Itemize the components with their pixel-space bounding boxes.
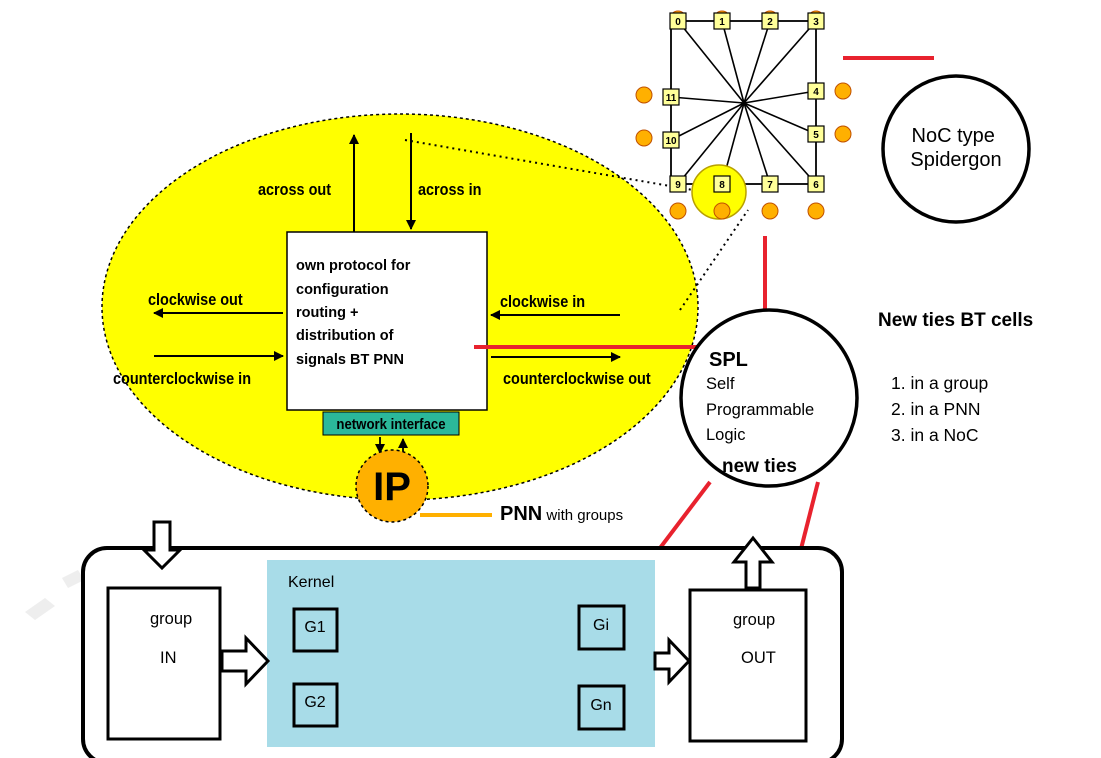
node-9 — [669, 175, 687, 193]
node-5-label: 5 — [813, 130, 819, 141]
node-4-label: 4 — [813, 87, 819, 98]
in-to-kernel-arrow — [220, 634, 271, 688]
pnn-label: PNN with groups — [500, 503, 623, 525]
kernel-label: Kernel — [288, 574, 334, 591]
group-g1: G1 — [292, 607, 339, 653]
node-8-label: 8 — [719, 180, 725, 191]
terminal-5 — [834, 125, 852, 143]
node-10 — [662, 131, 680, 149]
across-in-label: across in — [418, 181, 481, 199]
ip-label: IP — [373, 465, 411, 509]
node-3 — [807, 12, 825, 30]
node-2-label: 2 — [767, 17, 773, 28]
network-interface-label: network interface — [336, 415, 445, 432]
node-11-label: 11 — [666, 93, 677, 104]
group-gn-label: Gn — [590, 697, 611, 714]
network-interface-box — [322, 411, 460, 436]
ties-title: New ties BT cells — [878, 310, 1033, 331]
node-5 — [807, 125, 825, 143]
spoke-6 — [743, 102, 817, 185]
ip-circle — [355, 449, 429, 523]
node-0-label: 0 — [675, 17, 681, 28]
group-out-label: group OUT — [733, 611, 780, 667]
terminal-9 — [669, 202, 687, 220]
output-up-arrow — [730, 535, 776, 590]
spoke-11 — [670, 96, 745, 104]
terminal-11 — [635, 86, 653, 104]
clockwise-in-label: clockwise in — [500, 293, 585, 311]
spoke-7 — [743, 102, 771, 185]
terminal-10 — [635, 129, 653, 147]
group-g2-label: G2 — [304, 694, 325, 711]
group-gi-label: Gi — [593, 617, 609, 634]
node-1 — [713, 12, 731, 30]
spoke-5 — [743, 102, 817, 135]
terminal-4 — [834, 82, 852, 100]
node-6 — [807, 175, 825, 193]
spl-title: SPL — [709, 349, 748, 371]
group-in-label: group IN — [150, 610, 197, 667]
noc-label: NoC type Spidergon — [910, 125, 1001, 171]
across-out-label: across out — [258, 181, 332, 199]
terminal-6 — [807, 202, 825, 220]
group-gn: Gn — [577, 684, 626, 731]
spoke-9 — [677, 102, 745, 185]
ties-list: 1. in a group 2. in a PNN 3. in a NoC — [891, 373, 993, 445]
node-7-label: 7 — [767, 180, 773, 191]
protocol-text: own protocol for configuration routing +… — [296, 258, 414, 368]
watermark — [25, 570, 84, 620]
node-8 — [713, 175, 731, 193]
terminal-7 — [761, 202, 779, 220]
input-down-arrow — [140, 520, 184, 571]
group-g1-label: G1 — [304, 619, 325, 636]
spl-description: Self Programmable Logic — [706, 375, 819, 444]
node-4 — [807, 82, 825, 100]
kernel-to-out-arrow — [653, 636, 692, 686]
spoke-4 — [743, 90, 817, 104]
spoke-1 — [721, 20, 745, 104]
terminal-8 — [713, 202, 731, 220]
node-7 — [761, 175, 779, 193]
node-3-label: 3 — [813, 17, 819, 28]
node-11 — [662, 88, 680, 106]
spl-new-ties: new ties — [722, 456, 797, 477]
spoke-10 — [670, 102, 745, 141]
group-out-box — [688, 588, 808, 743]
spoke-3 — [743, 20, 817, 104]
spoke-0 — [677, 20, 745, 104]
group-in-box — [106, 586, 222, 741]
counterclockwise-out-label: counterclockwise out — [503, 370, 651, 388]
protocol-box — [286, 231, 488, 411]
node-10-label: 10 — [665, 136, 677, 147]
group-gi: Gi — [577, 604, 626, 651]
zoom-line-top — [404, 139, 694, 191]
noc-circle — [881, 74, 1031, 224]
group-g2: G2 — [292, 682, 339, 728]
node-6-label: 6 — [813, 180, 819, 191]
node-9-label: 9 — [675, 180, 681, 191]
zoom-line-bottom — [679, 209, 749, 311]
counterclockwise-in-label: counterclockwise in — [113, 370, 251, 388]
spidergon-network: 0 1 2 3 4 5 6 7 8 9 10 11 — [635, 10, 852, 220]
spl-circle — [679, 308, 859, 488]
node-0 — [669, 12, 687, 30]
kernel-area — [267, 560, 655, 747]
clockwise-out-label: clockwise out — [148, 291, 243, 309]
node-1-label: 1 — [719, 17, 725, 28]
node-2 — [761, 12, 779, 30]
spoke-2 — [743, 20, 771, 104]
